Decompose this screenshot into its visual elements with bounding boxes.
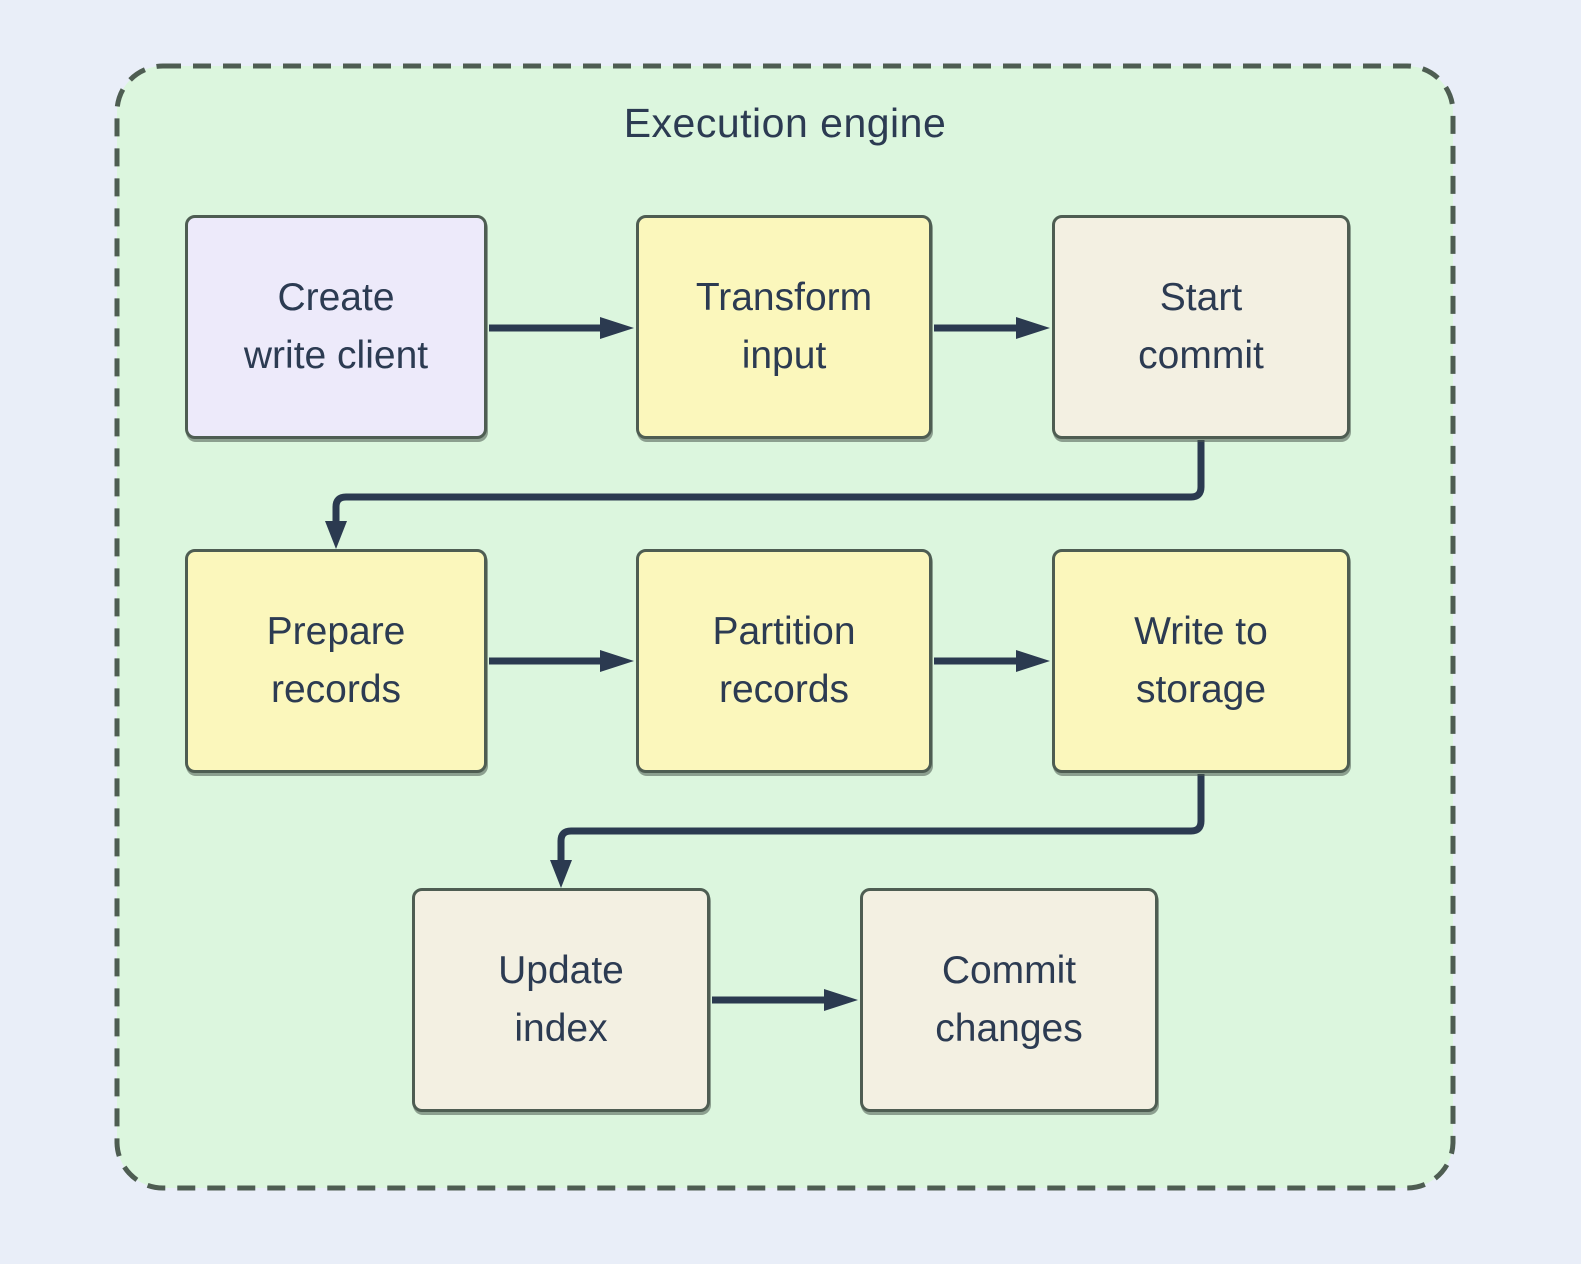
connector-update-index-to-commit-changes: [712, 989, 858, 1011]
node-partition-records: Partition records: [636, 549, 932, 773]
node-start-commit: Start commit: [1052, 215, 1350, 439]
arrowhead: [600, 317, 634, 339]
connector-prepare-to-partition: [489, 650, 634, 672]
node-write-to-storage: Write to storage: [1052, 549, 1350, 773]
node-transform-input: Transform input: [636, 215, 932, 439]
node-prepare-records: Prepare records: [185, 549, 487, 773]
connector-partition-to-write: [934, 650, 1050, 672]
connector-write-to-update-index: [550, 774, 1205, 888]
connector-transform-to-start-commit: [934, 317, 1050, 339]
diagram-title: Execution engine: [623, 100, 947, 146]
node-create-write-client: Create write client: [185, 215, 487, 439]
arrowhead: [1016, 650, 1050, 672]
arrowhead: [824, 989, 858, 1011]
arrowhead: [550, 860, 572, 888]
node-commit-changes: Commit changes: [860, 888, 1158, 1112]
connector-create-to-transform: [489, 317, 634, 339]
node-update-index: Update index: [412, 888, 710, 1112]
arrowhead: [325, 521, 347, 549]
arrowhead: [600, 650, 634, 672]
arrowhead: [1016, 317, 1050, 339]
connector-start-commit-to-prepare: [325, 440, 1205, 549]
